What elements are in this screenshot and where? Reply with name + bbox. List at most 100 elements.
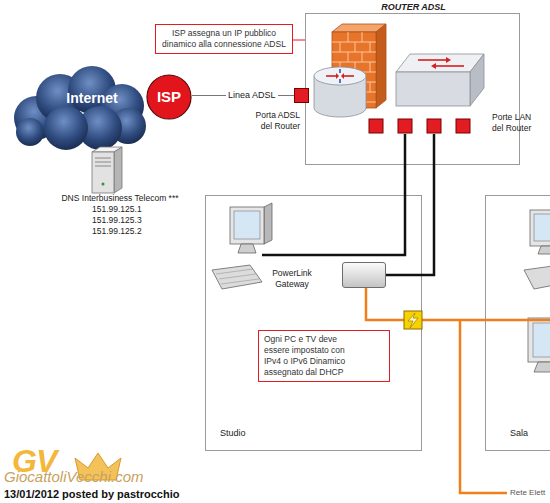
- pc-icon: [212, 203, 272, 289]
- adsl-port: Porta ADSL del Router: [294, 88, 309, 103]
- dns-server-icon: [92, 152, 114, 193]
- firewall-icon: [332, 82, 376, 83]
- note-text: Ogni PC e TV deve essere impostato con I…: [264, 334, 364, 378]
- dns-server-icon: [95, 158, 111, 159]
- dns-server-icon: [95, 162, 111, 163]
- firewall-icon: [332, 42, 376, 43]
- pc-icon: [524, 210, 550, 289]
- pc-icon: [524, 265, 550, 289]
- firewall-icon: [332, 52, 376, 53]
- switch-icon: [396, 54, 484, 72]
- power-line: [460, 320, 507, 493]
- firewall-icon: [370, 42, 371, 52]
- pc-icon: [216, 269, 259, 284]
- router-icon: [314, 67, 366, 85]
- pc-icon: [212, 265, 262, 289]
- firewall-icon: [348, 52, 349, 62]
- router-icon: [314, 76, 366, 117]
- cloud-label: Internet: [44, 90, 140, 106]
- switch-icon: [396, 72, 470, 106]
- firewall-icon: [332, 32, 376, 102]
- port-label: Porta ADSL del Router: [250, 110, 300, 132]
- lan-port: [369, 119, 470, 133]
- internet-cloud: Internet: [8, 64, 150, 150]
- cloud-shape: [44, 106, 88, 150]
- circle-shape: [147, 75, 191, 119]
- power-line: [366, 288, 485, 320]
- firewall-icon: [340, 62, 341, 72]
- firewall-icon: [332, 62, 376, 63]
- tv-icon: [528, 318, 550, 362]
- pc-icon: [221, 279, 259, 284]
- firewall-icon: [332, 24, 386, 108]
- switch-icon: [431, 63, 436, 69]
- firewall-icon: [362, 32, 363, 42]
- router-icon: [326, 75, 336, 77]
- router-icon: [341, 73, 344, 79]
- tv-icon: [534, 362, 550, 372]
- pc-icon: [530, 210, 550, 246]
- lan-port-group: Porte LAN del Router: [368, 118, 472, 134]
- firewall-icon: [355, 42, 356, 52]
- room-box: Sala: [485, 195, 550, 451]
- lan-port: [398, 119, 412, 133]
- firewall-icon: [332, 102, 376, 103]
- switch-icon: [470, 54, 484, 106]
- firewall-icon: [332, 72, 376, 73]
- firewall-icon: [340, 82, 341, 92]
- pc-icon: [264, 203, 272, 244]
- firewall-icon: [362, 72, 363, 82]
- lan-cable: [386, 134, 434, 275]
- pc-icon: [234, 211, 260, 239]
- note-text: ISP assegna un IP pubblico dinamico alla…: [160, 28, 288, 50]
- dns-server-icon: [92, 147, 122, 193]
- firewall-icon: [332, 24, 386, 32]
- router-icon: [344, 75, 354, 77]
- dns-server-icon: [102, 183, 105, 186]
- cloud-shape: [16, 118, 44, 146]
- dns-server-icon: [114, 147, 122, 193]
- tv-icon: [533, 323, 550, 357]
- dns-server-icon: [92, 147, 122, 152]
- powerline-gateway: PowerLink Gateway: [342, 262, 386, 288]
- dns-addresses: 151.99.125.1 151.99.125.3 151.99.125.2: [92, 204, 152, 237]
- dns-name: DNS Interbusiness Telecom ***: [40, 193, 200, 204]
- lan-port: [369, 119, 383, 133]
- switch-icon: [396, 54, 484, 106]
- pc-icon: [534, 214, 550, 241]
- router-icon: [339, 69, 341, 73]
- router-icon: [314, 67, 366, 117]
- pc-icon: [230, 207, 264, 244]
- powerline-plug: [404, 311, 422, 329]
- watermark: GiocattoliVecchi.com: [4, 468, 144, 485]
- lan-port: [456, 119, 470, 133]
- firewall-icon: [370, 82, 371, 92]
- isp-circle: ISP: [146, 74, 192, 120]
- switch-icon: [446, 57, 451, 63]
- cloud-shape: [8, 64, 150, 150]
- power-line: [485, 319, 550, 322]
- router-icon: [339, 79, 341, 83]
- pc-icon: [538, 246, 550, 254]
- pc-icon: [216, 269, 253, 274]
- box-heading: ROUTER ADSL: [306, 2, 521, 13]
- dns-server-icon: [95, 166, 111, 167]
- router-box: Porta ADSL del RouterPorte LAN del Route…: [305, 13, 520, 165]
- port-label: Porte LAN del Router: [492, 112, 540, 134]
- pc-icon: [219, 274, 256, 279]
- note-callout: ISP assegna un IP pubblico dinamico alla…: [155, 24, 293, 54]
- room-label: Studio: [220, 428, 300, 439]
- router-icon: [339, 69, 341, 83]
- network-label: Rete Elett: [510, 488, 545, 497]
- edge-label: Linea ADSL: [226, 90, 278, 101]
- callout-leader: [293, 40, 305, 41]
- isp-label: ISP: [146, 88, 192, 105]
- router-icon: [336, 73, 339, 79]
- powerline-plug: [408, 313, 418, 328]
- router-icon: [326, 75, 354, 77]
- pc-icon: [238, 244, 256, 253]
- firewall-icon: [355, 62, 356, 72]
- switch-icon: [436, 65, 464, 67]
